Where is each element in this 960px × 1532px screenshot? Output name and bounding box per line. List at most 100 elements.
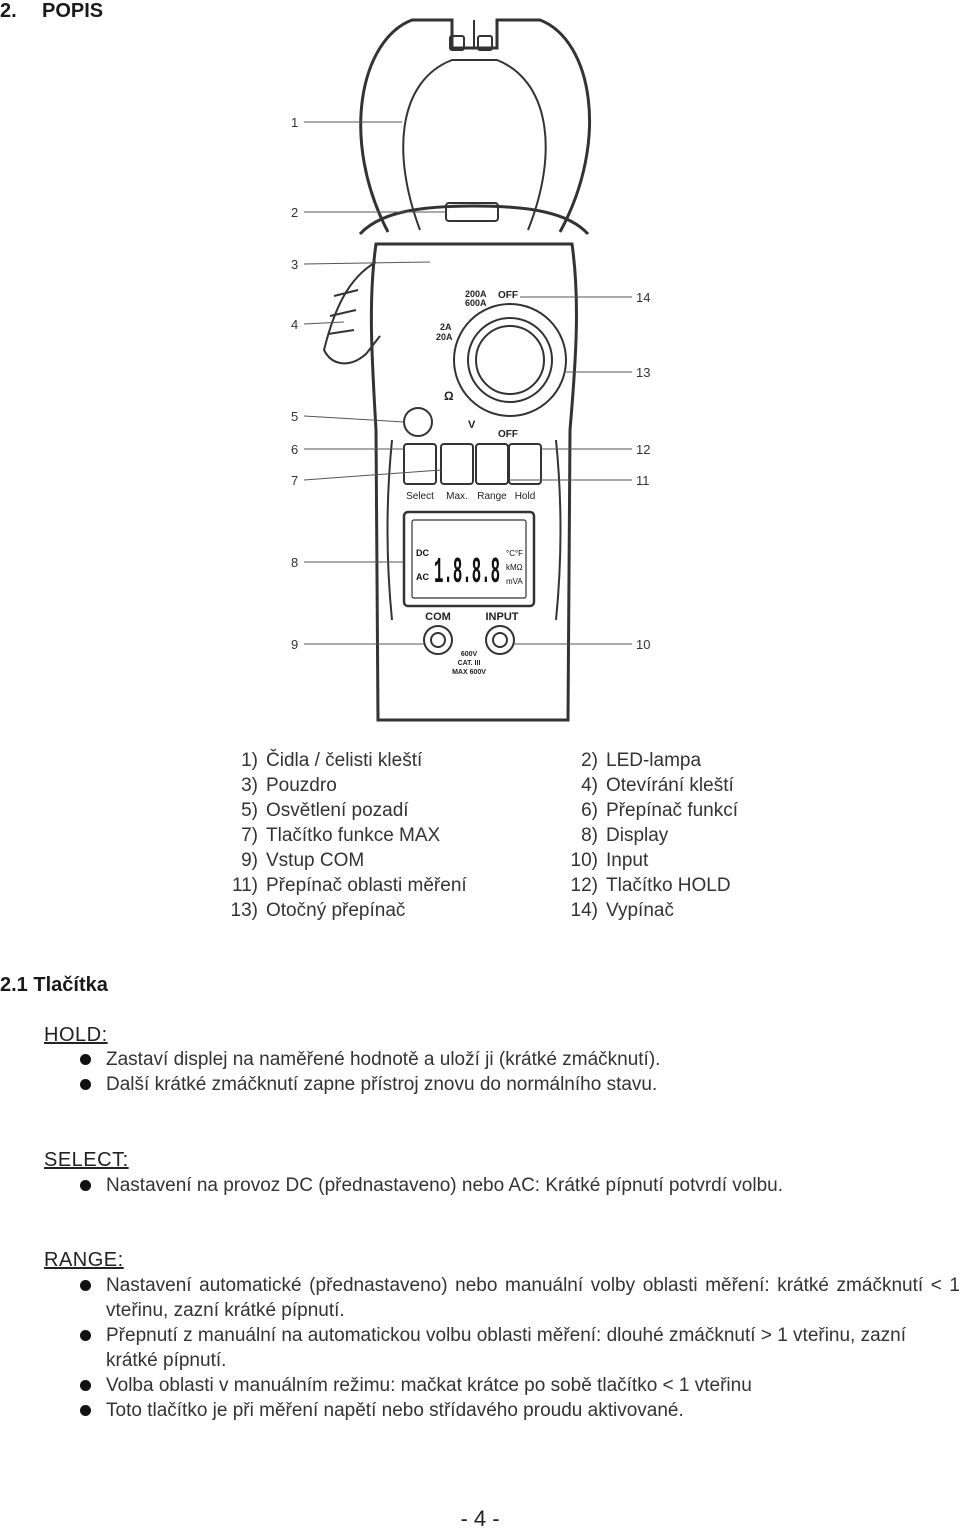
hold-list: Zastaví displej na naměřené hodnotě a ul… xyxy=(80,1047,960,1097)
legend-text: Vypínač xyxy=(606,900,674,921)
hold-label: HOLD: xyxy=(44,1024,108,1046)
section-title: POPIS xyxy=(42,0,104,22)
terminal-rating-2: CAT. III xyxy=(458,660,481,667)
dial-label-ohm: Ω xyxy=(444,389,454,403)
dial-label-2a: 2A xyxy=(440,322,452,332)
dial-label-off-bottom: OFF xyxy=(498,429,518,440)
callout-2: 2 xyxy=(291,205,298,220)
legend-number: 3) xyxy=(241,775,258,796)
section-number: 2. xyxy=(0,0,17,22)
range-label: RANGE: xyxy=(44,1249,124,1271)
callout-14: 14 xyxy=(636,290,650,305)
legend-number: 7) xyxy=(241,825,258,846)
legend-item: 6) Přepínač funkcí xyxy=(550,798,738,823)
list-item-text: Přepnutí z manuální na automatickou volb… xyxy=(106,1325,907,1371)
legend-item: 1) Čidla / čelisti kleští xyxy=(210,748,467,773)
terminal-rating-3: MAX 600V xyxy=(452,669,486,676)
list-item-text: Nastavení na provoz DC (přednastaveno) n… xyxy=(106,1175,783,1196)
legend-number: 14) xyxy=(570,900,598,921)
parts-legend-left: 1) Čidla / čelisti kleští 3)Pouzdro 5) Osv… xyxy=(210,748,467,923)
bullet-icon xyxy=(80,1280,91,1291)
legend-text: Otočný přepínač xyxy=(266,900,406,921)
button-label-range: Range xyxy=(477,491,507,502)
legend-item: 10) Input xyxy=(550,848,738,873)
lcd-units-va: mVA xyxy=(506,577,523,586)
lcd-units-ohm: kMΩ xyxy=(506,563,523,572)
dial-label-v: V xyxy=(468,419,476,431)
list-item-text: Další krátké zmáčknutí zapne přístroj zn… xyxy=(106,1074,658,1095)
subsection-title: Tlačítka xyxy=(33,974,108,996)
list-item: Nastavení na provoz DC (přednastaveno) n… xyxy=(80,1173,960,1198)
legend-text: Čidla / čelisti kleští xyxy=(266,750,423,771)
bullet-icon xyxy=(80,1054,91,1065)
callout-5: 5 xyxy=(291,409,298,424)
legend-text: Tlačítko funkce MAX xyxy=(266,825,441,846)
callout-7: 7 xyxy=(291,473,298,488)
callout-11: 11 xyxy=(636,473,650,488)
dial-label-off-top: OFF xyxy=(498,290,518,301)
legend-item: 14) Vypínač xyxy=(550,898,738,923)
legend-number: 9) xyxy=(241,850,258,871)
range-list: Nastavení automatické (přednastaveno) ne… xyxy=(80,1273,960,1423)
callout-1: 1 xyxy=(291,115,298,130)
bullet-icon xyxy=(80,1405,91,1416)
dial-label-20a: 20A xyxy=(436,332,453,342)
rotary-knob xyxy=(453,303,567,417)
legend-text: Přepínač oblasti měření xyxy=(266,875,467,896)
button-label-select: Select xyxy=(406,491,434,502)
callout-9: 9 xyxy=(291,637,298,652)
legend-item: 4) Otevírání kleští xyxy=(550,773,738,798)
meter-body xyxy=(369,242,578,722)
legend-number: 13) xyxy=(230,900,258,921)
dial-label-600a: 600A xyxy=(465,298,487,308)
legend-item: 7) Tlačítko funkce MAX xyxy=(210,823,467,848)
legend-text: Display xyxy=(606,825,669,846)
clamp-jaws xyxy=(359,18,592,233)
legend-item: 11) Přepínač oblasti měření xyxy=(210,873,467,898)
bullet-icon xyxy=(80,1079,91,1090)
lcd-digits: 1.8.8.8 xyxy=(434,552,500,593)
legend-number: 12) xyxy=(570,875,598,896)
legend-item: 5) Osvětlení pozadí xyxy=(210,798,467,823)
callout-8: 8 xyxy=(291,555,298,570)
legend-text: Osvětlení pozadí xyxy=(266,800,409,821)
list-item: Zastaví displej na naměřené hodnotě a ul… xyxy=(80,1047,960,1072)
lcd-display xyxy=(402,510,536,608)
legend-item: 12)Tlačítko HOLD xyxy=(550,873,738,898)
callout-10: 10 xyxy=(636,637,650,652)
legend-number: 10) xyxy=(570,850,598,871)
legend-item: 8)Display xyxy=(550,823,738,848)
legend-item: 3)Pouzdro xyxy=(210,773,467,798)
list-item-text: Nastavení automatické (přednastaveno) ne… xyxy=(106,1275,960,1321)
legend-number: 2) xyxy=(581,750,598,771)
legend-text: LED-lampa xyxy=(606,750,702,771)
legend-number: 11) xyxy=(231,875,258,896)
list-item: Volba oblasti v manuálním režimu: mačkat… xyxy=(80,1373,960,1398)
lcd-dc: DC xyxy=(416,548,429,558)
section-heading: 2. POPIS xyxy=(0,0,103,23)
list-item: Další krátké zmáčknutí zapne přístroj zn… xyxy=(80,1072,960,1097)
list-item: Nastavení automatické (přednastaveno) ne… xyxy=(80,1273,960,1323)
backlight-button xyxy=(403,407,433,437)
bullet-icon xyxy=(80,1380,91,1391)
callout-6: 6 xyxy=(291,442,298,457)
callout-4: 4 xyxy=(291,317,298,332)
jaw-trigger xyxy=(322,261,381,365)
legend-text: Otevírání kleští xyxy=(606,775,734,796)
legend-number: 4) xyxy=(581,775,598,796)
parts-legend-right: 2) LED-lampa 4) Otevírání kleští 6) Přepína… xyxy=(550,748,739,923)
list-item-text: Toto tlačítko je při měření napětí nebo … xyxy=(106,1400,684,1421)
subsection-heading: 2.1 Tlačítka xyxy=(0,974,108,997)
terminal-label-input: INPUT xyxy=(486,611,519,623)
button-label-max: Max. xyxy=(446,491,468,502)
list-item: Toto tlačítko je při měření napětí nebo … xyxy=(80,1398,960,1423)
page-number: - 4 - xyxy=(460,1506,500,1531)
lcd-ac: AC xyxy=(416,572,429,582)
legend-number: 6) xyxy=(581,800,598,821)
list-item-text: Volba oblasti v manuálním režimu: mačkat… xyxy=(106,1375,752,1396)
legend-number: 5) xyxy=(241,800,258,821)
list-item-text: Zastaví displej na naměřené hodnotě a ul… xyxy=(106,1049,661,1070)
legend-text: Input xyxy=(606,850,649,871)
legend-number: 1) xyxy=(241,750,258,771)
legend-text: Přepínač funkcí xyxy=(606,800,739,821)
